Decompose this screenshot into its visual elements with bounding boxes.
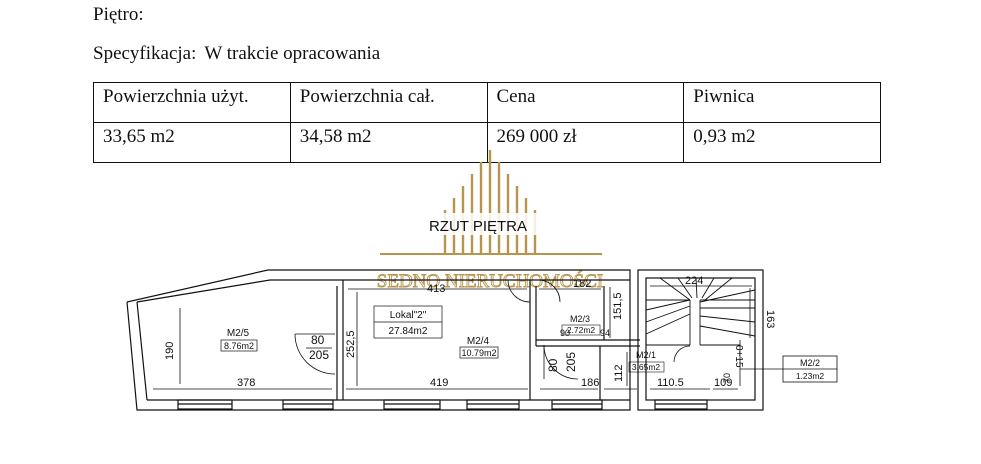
table-row: 33,65 m2 34,58 m2 269 000 zł 0,93 m2 bbox=[93, 122, 881, 163]
svg-text:27.84m2: 27.84m2 bbox=[389, 326, 428, 337]
dim-label: 186 bbox=[581, 377, 599, 389]
dim-label: 94 bbox=[600, 328, 610, 338]
dim-label: 163 bbox=[764, 310, 776, 328]
svg-text:10.79m2: 10.79m2 bbox=[461, 348, 496, 358]
dim-label: 110.5 bbox=[657, 377, 684, 389]
room-label-m2-5: M2/5 8.76m2 bbox=[220, 328, 258, 352]
doors bbox=[294, 279, 691, 380]
value-usable-area: 33,65 m2 bbox=[93, 122, 291, 163]
svg-text:1.23m2: 1.23m2 bbox=[796, 371, 825, 381]
dim-label: 252,5 bbox=[345, 330, 357, 358]
dim-label: 224 bbox=[685, 275, 703, 287]
dim-label: 70 bbox=[722, 373, 732, 383]
svg-text:M2/1: M2/1 bbox=[636, 350, 656, 360]
dimension-labels: 378 419 413 190 252,5 80 205 182 151,5 9… bbox=[164, 275, 776, 389]
spec-label: Specyfikacja: bbox=[93, 43, 197, 64]
svg-text:M2/4: M2/4 bbox=[467, 336, 490, 347]
dim-label: 80 bbox=[311, 333, 325, 347]
header-basement: Piwnica bbox=[683, 82, 881, 123]
svg-text:M2/5: M2/5 bbox=[227, 328, 250, 339]
value-total-area: 34,58 m2 bbox=[289, 122, 488, 163]
unit-label: Lokal"2" 27.84m2 bbox=[373, 305, 443, 339]
specification-line: Specyfikacja: W trakcie opracowania bbox=[93, 43, 380, 65]
dimension-lines bbox=[153, 285, 752, 390]
dim-label: 205 bbox=[309, 348, 329, 362]
dim-label: 205 bbox=[564, 352, 578, 372]
header-total-area: Powierzchnia cał. bbox=[289, 82, 488, 123]
dim-label: 419 bbox=[430, 377, 448, 389]
spec-value: W trakcie opracowania bbox=[204, 43, 381, 64]
svg-text:Lokal"2": Lokal"2" bbox=[390, 310, 427, 321]
dim-label: 90 bbox=[560, 328, 570, 338]
dim-label: 190 bbox=[164, 342, 176, 360]
svg-text:8.76m2: 8.76m2 bbox=[224, 341, 254, 351]
building-outline bbox=[126, 269, 764, 411]
svg-text:M2/3: M2/3 bbox=[570, 314, 590, 324]
svg-text:3.65m2: 3.65m2 bbox=[632, 362, 661, 372]
staircase bbox=[645, 277, 756, 346]
plan-title: RZUT PIĘTRA bbox=[429, 218, 527, 235]
dim-label: 112 bbox=[613, 364, 625, 382]
svg-text:M2/2: M2/2 bbox=[800, 358, 820, 368]
spec-table: Powierzchnia użyt. Powierzchnia cał. Cen… bbox=[93, 82, 881, 163]
value-basement: 0,93 m2 bbox=[683, 122, 881, 163]
floor-label: Piętro: bbox=[93, 4, 144, 25]
room-label-m2-3: M2/3 2.72m2 bbox=[561, 314, 601, 336]
table-header-row: Powierzchnia użyt. Powierzchnia cał. Cen… bbox=[93, 82, 881, 123]
room-label-m2-4: M2/4 10.79m2 bbox=[459, 336, 499, 359]
value-price: 269 000 zł bbox=[486, 122, 685, 163]
room-label-m2-1: M2/1 3.65m2 bbox=[628, 350, 665, 373]
dim-label: 80 bbox=[546, 358, 560, 372]
dim-label: 109 bbox=[714, 377, 732, 389]
dim-label: 182 bbox=[573, 278, 591, 290]
watermark-brand: SEDNO NIERUCHOMOŚCI bbox=[377, 270, 603, 292]
room-label-m2-2: M2/2 1.23m2 bbox=[740, 355, 838, 383]
svg-text:2.72m2: 2.72m2 bbox=[567, 325, 596, 335]
dim-label: 413 bbox=[427, 283, 445, 295]
room-labels: M2/5 8.76m2 Lokal"2" 27.84m2 M2/4 10.79m… bbox=[220, 305, 838, 383]
dim-label: 378 bbox=[237, 377, 255, 389]
header-usable-area: Powierzchnia użyt. bbox=[93, 82, 291, 123]
dim-label: 151,5 bbox=[612, 292, 624, 320]
watermark-logo bbox=[380, 150, 602, 255]
dim-label: 0+15 bbox=[733, 345, 744, 368]
